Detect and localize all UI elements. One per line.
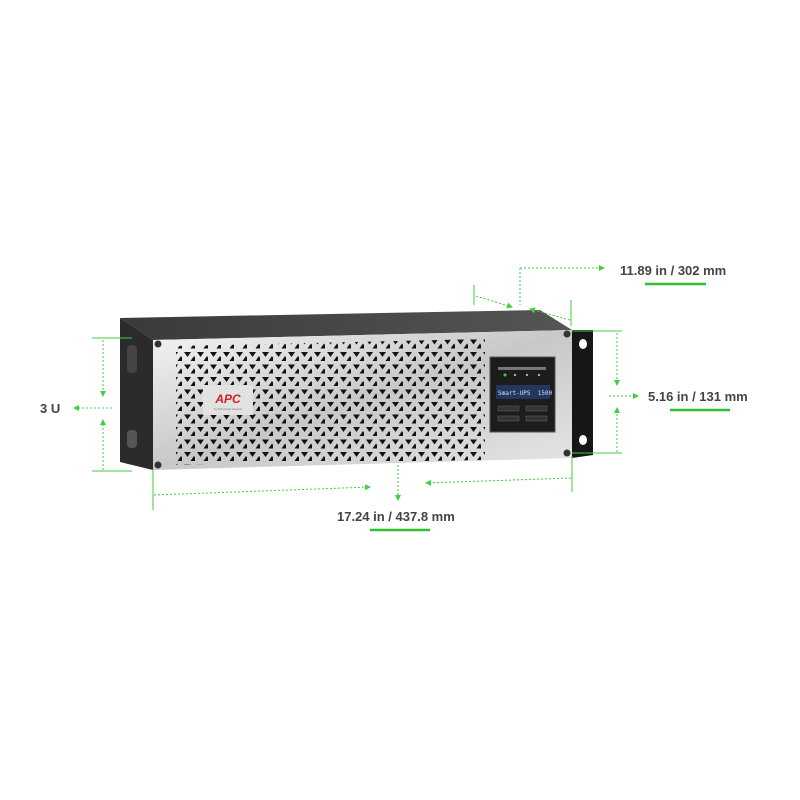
width-label: 17.24 in / 437.8 mm <box>337 509 455 524</box>
apc-logo: APC <box>214 392 241 406</box>
brand-subtext: by Schneider Electric <box>214 407 243 411</box>
top-panel <box>120 310 572 340</box>
depth-label: 11.89 in / 302 mm <box>620 263 726 278</box>
depth-dimension: 11.89 in / 302 mm <box>473 263 726 326</box>
left-side-bracket <box>120 318 153 470</box>
right-rack-ear <box>572 330 593 458</box>
vent-grille <box>176 339 485 465</box>
panel-button <box>525 415 548 422</box>
ups-unit: APC by Schneider Electric Smart-UPS 1500 <box>120 310 593 470</box>
panel-button <box>497 415 520 422</box>
rack-units-label: 3 U <box>40 401 60 416</box>
panel-button <box>525 405 548 412</box>
height-dimension: 5.16 in / 131 mm <box>572 330 748 454</box>
height-label: 5.16 in / 131 mm <box>648 389 748 404</box>
lcd-control-panel: Smart-UPS 1500 <box>489 356 556 433</box>
rack-unit-dimension: 3 U <box>40 337 132 472</box>
panel-button <box>497 405 520 412</box>
lcd-text: Smart-UPS 1500 <box>498 390 553 397</box>
width-dimension: 17.24 in / 437.8 mm <box>152 456 573 532</box>
